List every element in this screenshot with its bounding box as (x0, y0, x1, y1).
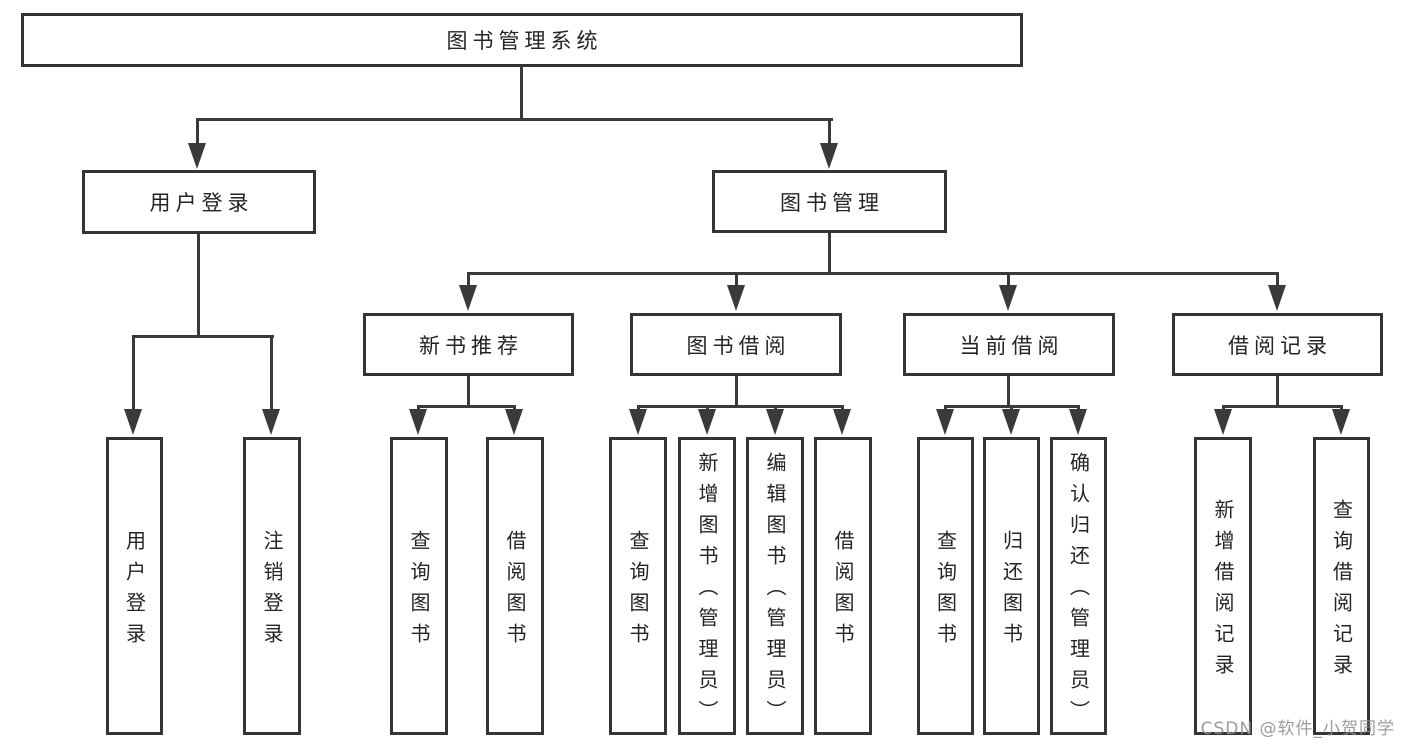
connector-user-login-drop (197, 234, 200, 338)
arrow-down-icon (409, 409, 427, 435)
connector-records-drop (1276, 376, 1279, 407)
arrow-down-icon (727, 285, 745, 311)
connector-level2-stub (1276, 272, 1279, 287)
arrow-down-icon (1069, 409, 1087, 435)
leaf-borrow-add-books-admin: 新增图书（管理员） (678, 437, 736, 735)
connector-level1-rail (196, 118, 833, 121)
arrow-down-icon (999, 285, 1017, 311)
connector-level2-stub (467, 272, 470, 287)
leaf-logout: 注销登录 (243, 437, 301, 735)
leaf-current-query-books-label: 查询图书 (933, 529, 958, 654)
arrow-down-icon (505, 409, 523, 435)
node-new-book-recommend-label: 新书推荐 (419, 333, 523, 358)
arrow-down-icon (698, 409, 716, 435)
leaf-recommend-borrow-books-label: 借阅图书 (503, 529, 527, 654)
leaf-borrow-borrow-books: 借阅图书 (814, 437, 872, 735)
node-user-login-label: 用户登录 (149, 191, 254, 215)
connector-level2-rail (467, 272, 1279, 275)
node-root: 图书管理系统 (21, 13, 1023, 67)
leaf-current-query-books: 查询图书 (917, 437, 974, 735)
node-current-borrow: 当前借阅 (903, 313, 1115, 376)
arrow-down-icon (188, 143, 206, 169)
leaf-recommend-query-books-label: 查询图书 (407, 529, 431, 654)
leaf-records-add-record: 新增借阅记录 (1194, 437, 1252, 735)
arrow-down-icon (833, 409, 851, 435)
arrow-down-icon (1332, 409, 1350, 435)
node-root-label: 图书管理系统 (446, 29, 603, 53)
node-user-login: 用户登录 (82, 170, 316, 234)
arrow-down-icon (1214, 409, 1232, 435)
arrow-down-icon (262, 409, 280, 435)
node-new-book-recommend: 新书推荐 (363, 313, 574, 376)
connector-user-login-rail (133, 335, 274, 338)
leaf-user-login: 用户登录 (106, 437, 163, 735)
arrow-down-icon (629, 409, 647, 435)
connector-level2-stub (1007, 272, 1010, 287)
node-book-management-label: 图书管理 (780, 190, 884, 215)
leaf-current-confirm-return-admin-label: 确认归还（管理员） (1066, 452, 1091, 731)
leaf-borrow-add-books-admin-label: 新增图书（管理员） (695, 452, 719, 731)
leaf-borrow-edit-books-admin: 编辑图书（管理员） (746, 437, 804, 735)
arrow-down-icon (820, 143, 838, 169)
arrow-down-icon (124, 409, 142, 435)
connector-records-rail (1222, 405, 1342, 408)
connector-book-mgmt-stub (828, 118, 831, 148)
leaf-records-query-record-label: 查询借阅记录 (1329, 498, 1354, 685)
leaf-records-query-record: 查询借阅记录 (1313, 437, 1370, 735)
node-book-borrow: 图书借阅 (630, 313, 842, 376)
connector-leaf-stub (132, 335, 135, 411)
node-borrow-records-label: 借阅记录 (1228, 333, 1332, 358)
node-book-management: 图书管理 (712, 170, 947, 233)
leaf-borrow-query-books: 查询图书 (609, 437, 667, 735)
node-current-borrow-label: 当前借阅 (959, 333, 1064, 358)
watermark: CSDN @软件_小贺同学 (1200, 719, 1395, 739)
leaf-recommend-query-books: 查询图书 (390, 437, 448, 735)
connector-root-drop (520, 67, 523, 120)
arrow-down-icon (936, 409, 954, 435)
leaf-current-confirm-return-admin: 确认归还（管理员） (1050, 437, 1107, 735)
leaf-borrow-borrow-books-label: 借阅图书 (831, 529, 855, 654)
connector-recommend-drop (467, 376, 470, 407)
connector-book-mgmt-drop (828, 233, 831, 274)
leaf-borrow-query-books-label: 查询图书 (626, 529, 650, 654)
connector-borrow-rail (637, 405, 844, 408)
connector-recommend-rail (417, 405, 516, 408)
leaf-user-login-label: 用户登录 (122, 529, 147, 654)
arrow-down-icon (766, 409, 784, 435)
leaf-borrow-edit-books-admin-label: 编辑图书（管理员） (763, 452, 787, 731)
node-borrow-records: 借阅记录 (1172, 313, 1383, 376)
leaf-recommend-borrow-books: 借阅图书 (486, 437, 544, 735)
connector-borrow-drop (735, 376, 738, 407)
node-book-borrow-label: 图书借阅 (686, 333, 791, 358)
leaf-current-return-books: 归还图书 (983, 437, 1040, 735)
arrow-down-icon (459, 285, 477, 311)
leaf-records-add-record-label: 新增借阅记录 (1211, 498, 1235, 685)
connector-current-drop (1007, 376, 1010, 407)
connector-leaf-stub (270, 335, 273, 411)
connector-level2-stub (735, 272, 738, 287)
arrow-down-icon (1268, 285, 1286, 311)
leaf-logout-label: 注销登录 (260, 529, 284, 654)
connector-user-login-stub (196, 118, 199, 148)
arrow-down-icon (1002, 409, 1020, 435)
leaf-current-return-books-label: 归还图书 (999, 529, 1024, 654)
